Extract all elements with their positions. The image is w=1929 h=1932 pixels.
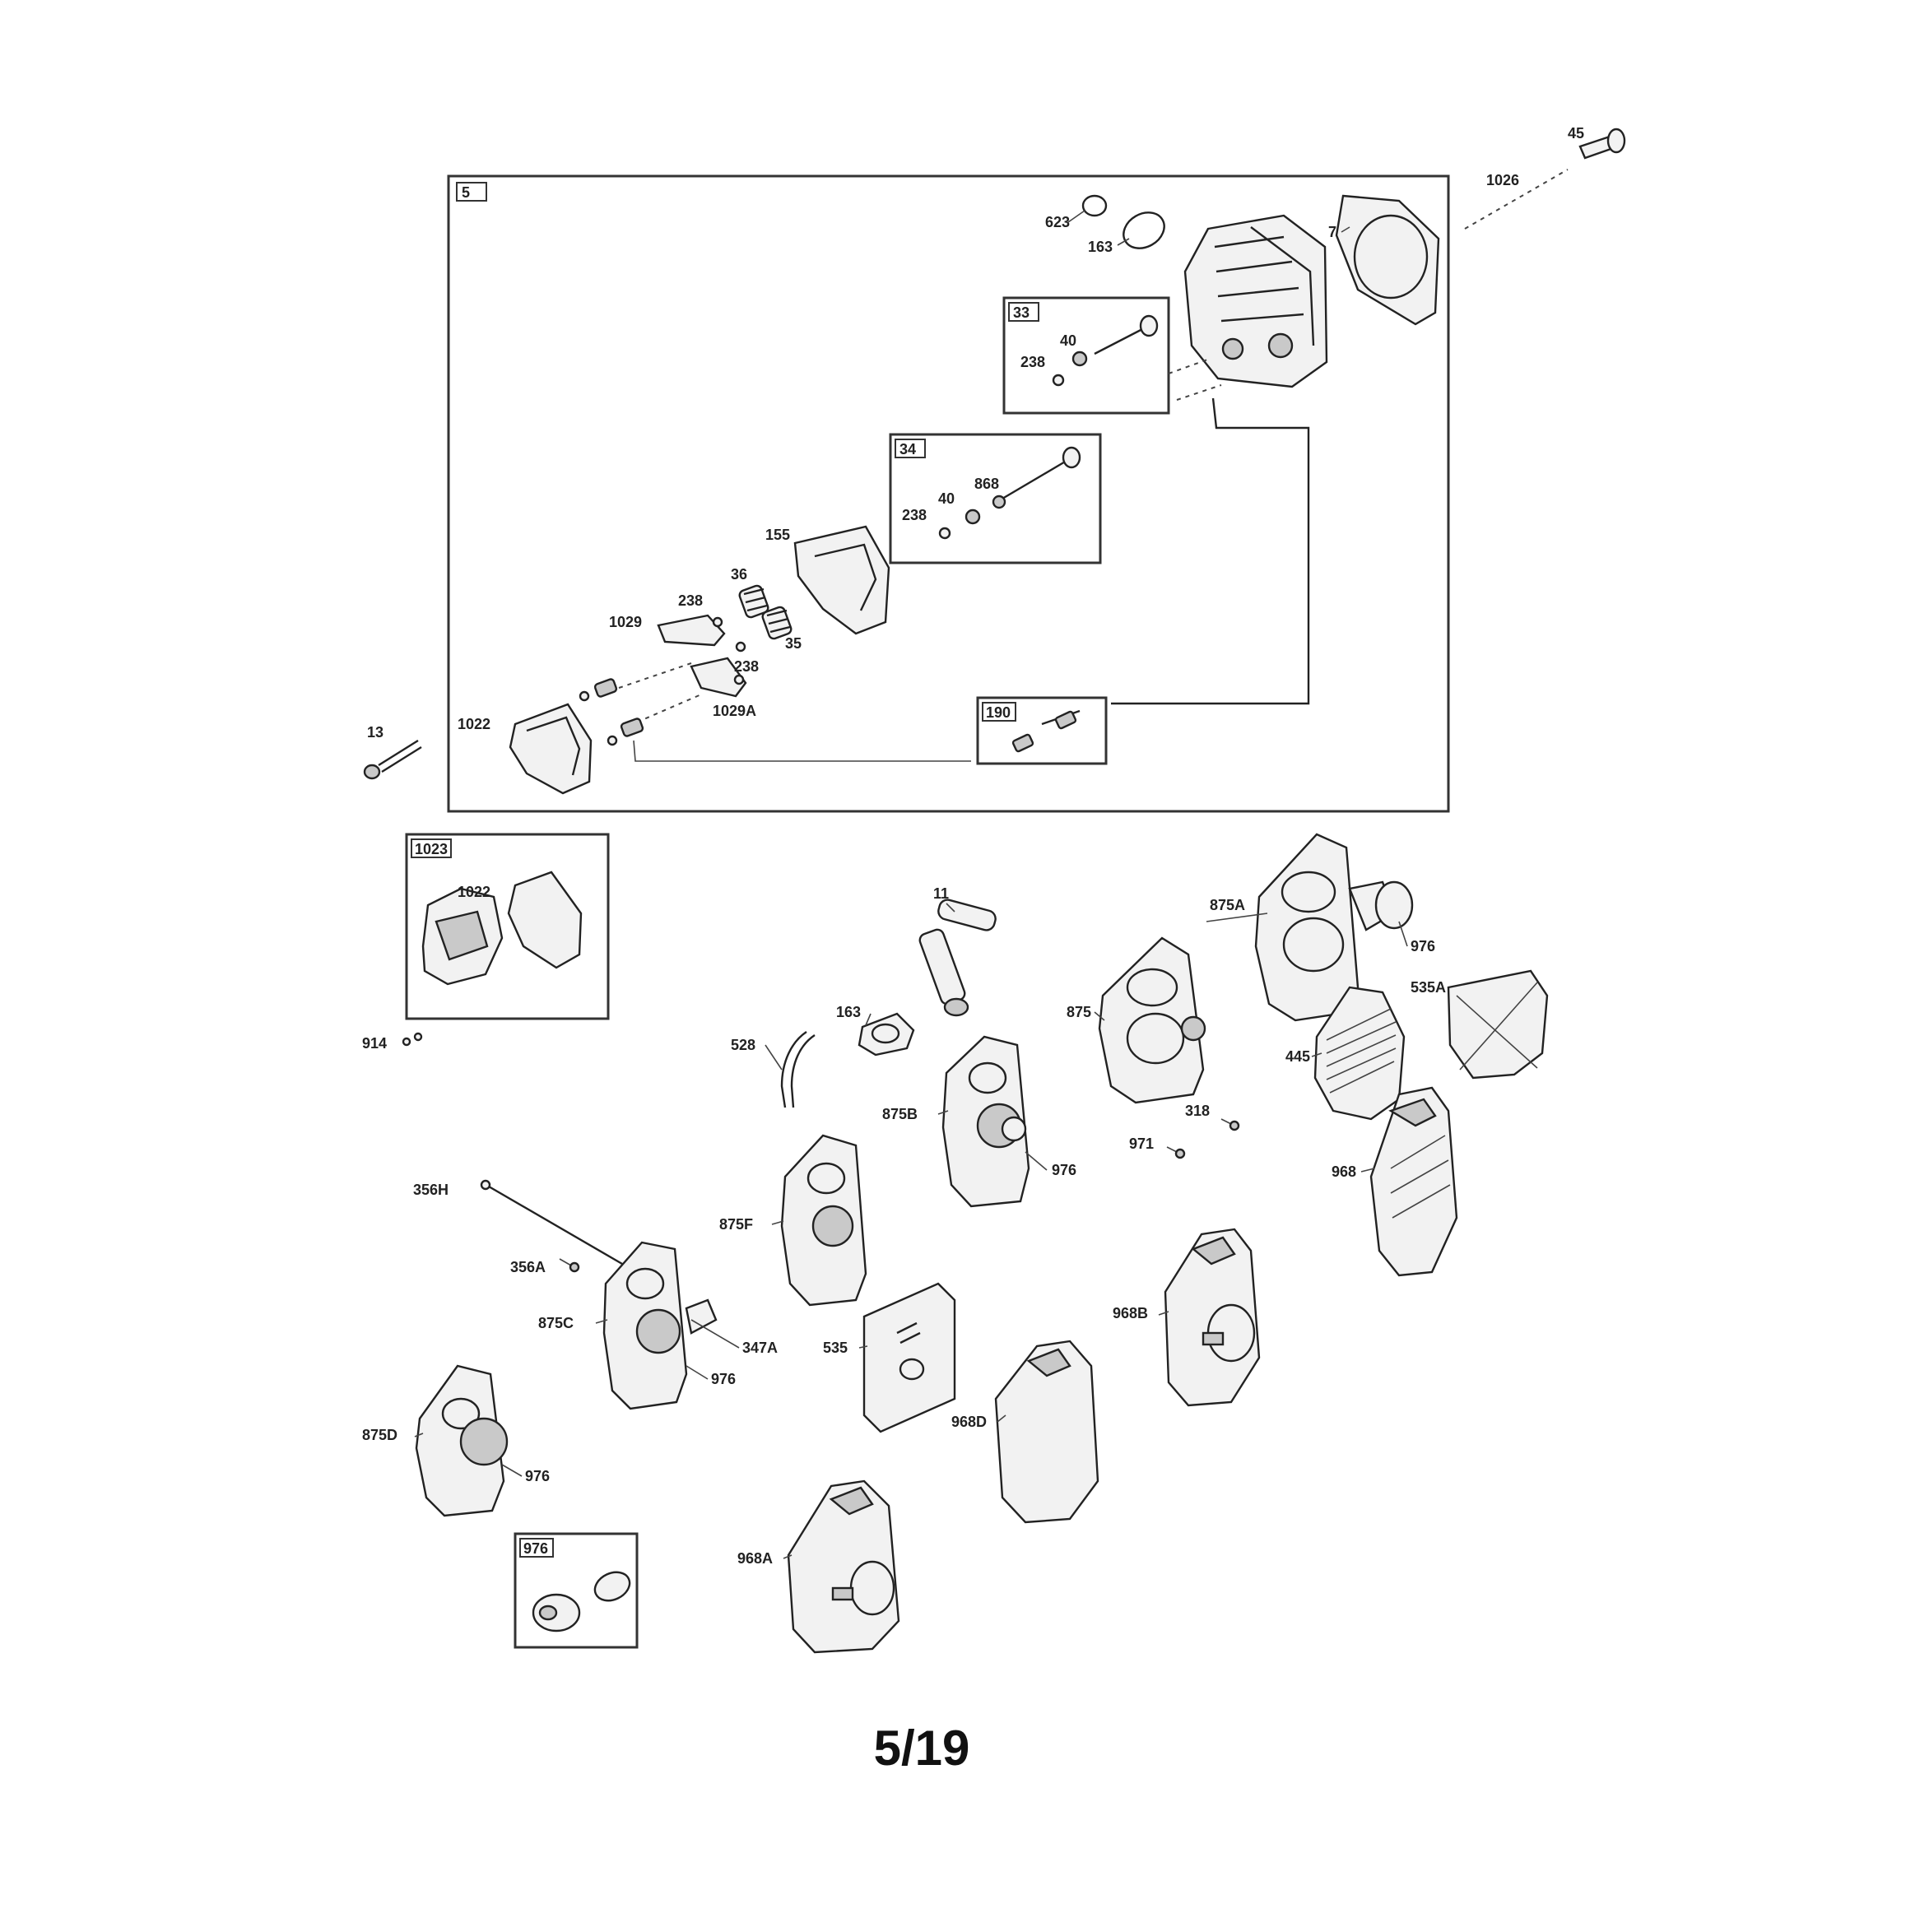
callout-976-c: 976 (711, 1371, 736, 1387)
callout-875B: 875B (882, 1106, 918, 1122)
callout-45: 45 (1568, 125, 1584, 142)
callout-875D: 875D (362, 1427, 397, 1443)
callout-968: 968 (1332, 1163, 1356, 1180)
callout-356H: 356H (413, 1182, 449, 1198)
callout-976-a: 976 (1411, 938, 1435, 954)
air-cleaner-cover-968A (787, 1479, 900, 1654)
callout-914: 914 (362, 1035, 387, 1052)
callout-976-b: 976 (1052, 1162, 1076, 1178)
air-cleaner-base-875B (941, 1035, 1030, 1208)
callout-968A: 968A (737, 1550, 773, 1567)
choke-wire (480, 1179, 623, 1266)
box-label-5: 5 (462, 184, 470, 201)
box-label-976: 976 (523, 1540, 548, 1557)
cylinder-head-assembly-box: 5 (447, 174, 1450, 813)
air-cleaner-base-875F (780, 1134, 867, 1307)
callout-238-low: 238 (734, 658, 759, 675)
foam-filter-535 (862, 1282, 956, 1433)
callout-163-mid: 163 (836, 1004, 861, 1020)
callout-528: 528 (731, 1037, 755, 1053)
intake-valve-box: 34 (889, 433, 1102, 564)
callout-875F: 875F (719, 1216, 753, 1233)
callout-11: 11 (933, 885, 949, 902)
callout-labels: 45 1026 7 623 163 40 238 868 40 238 155 … (362, 125, 1584, 1567)
callout-875C: 875C (538, 1315, 574, 1331)
callout-155: 155 (765, 527, 790, 543)
callout-356A: 356A (510, 1259, 546, 1275)
callout-40-mid: 40 (938, 490, 955, 507)
callout-535: 535 (823, 1340, 848, 1356)
exhaust-valve-box: 33 (1002, 296, 1170, 415)
callout-35: 35 (785, 635, 802, 652)
box-label-1023: 1023 (415, 841, 448, 857)
intake-elbow (918, 899, 997, 1017)
callout-971: 971 (1129, 1136, 1154, 1152)
air-cleaner-base-875C (602, 1241, 718, 1410)
screw-318 (1220, 1118, 1240, 1131)
page-number: 5/19 (873, 1721, 970, 1776)
callout-318: 318 (1185, 1103, 1210, 1119)
valve-guides (1111, 358, 1310, 705)
head-bolt (1578, 128, 1626, 160)
intake-gasket-163-top (1123, 211, 1165, 249)
cylinder-head (1183, 214, 1328, 388)
callout-535A: 535A (1411, 979, 1446, 996)
air-filter-kit-box: 976 (514, 1532, 639, 1649)
callout-40-top: 40 (1060, 332, 1076, 349)
bolt-13 (363, 739, 422, 780)
valve-springs (738, 584, 793, 640)
callout-1029A: 1029A (713, 703, 756, 719)
callout-445: 445 (1285, 1048, 1310, 1065)
air-cleaner-cover-968 (1369, 1086, 1458, 1277)
callout-163-top: 163 (1088, 239, 1113, 255)
box-label-190: 190 (986, 704, 1011, 721)
pushrods (579, 662, 971, 762)
valve-cover-gasket (509, 703, 593, 795)
callout-238-rocker: 238 (678, 592, 703, 609)
callout-347A: 347A (742, 1340, 778, 1356)
callout-623: 623 (1045, 214, 1070, 230)
box-label-34: 34 (899, 441, 916, 457)
callout-238-mid: 238 (902, 507, 927, 523)
rocker-arms (657, 614, 747, 698)
screw-356A (559, 1258, 580, 1273)
rocker-stud-box: 190 (976, 696, 1108, 765)
head-stud (1464, 169, 1569, 230)
callout-868: 868 (974, 476, 999, 492)
callout-968D: 968D (951, 1414, 987, 1430)
air-cleaner-cover-968B (1164, 1228, 1261, 1407)
air-cleaner-base-875D (415, 1364, 509, 1517)
callout-1026: 1026 (1486, 172, 1519, 188)
leader-lines (414, 210, 1408, 1559)
callout-1022: 1022 (458, 716, 490, 732)
screw-971 (1166, 1146, 1186, 1159)
air-cleaner-base-875A (1254, 833, 1414, 1022)
callout-968B: 968B (1113, 1305, 1148, 1321)
breather-tube (780, 1031, 816, 1108)
callout-976-d: 976 (525, 1468, 550, 1484)
intake-gasket-623 (1081, 194, 1108, 217)
head-gasket (1335, 194, 1440, 326)
muffler-kit-box: 1023 (402, 833, 610, 1047)
callout-1022-kit: 1022 (458, 884, 490, 900)
pre-cleaner-535A (1447, 969, 1549, 1080)
callout-238-top: 238 (1020, 354, 1045, 370)
air-cleaner-cover-968D (994, 1340, 1099, 1524)
intake-gasket-163-mid (858, 1012, 915, 1057)
rocker-cover-155 (793, 525, 890, 635)
callout-875A: 875A (1210, 897, 1245, 913)
callout-13: 13 (367, 724, 383, 741)
box-label-33: 33 (1013, 304, 1030, 321)
callout-875: 875 (1067, 1004, 1091, 1020)
callout-36: 36 (731, 566, 747, 583)
callout-1029: 1029 (609, 614, 642, 630)
callout-7: 7 (1328, 224, 1336, 240)
air-cleaner-base-875 (1098, 936, 1206, 1104)
